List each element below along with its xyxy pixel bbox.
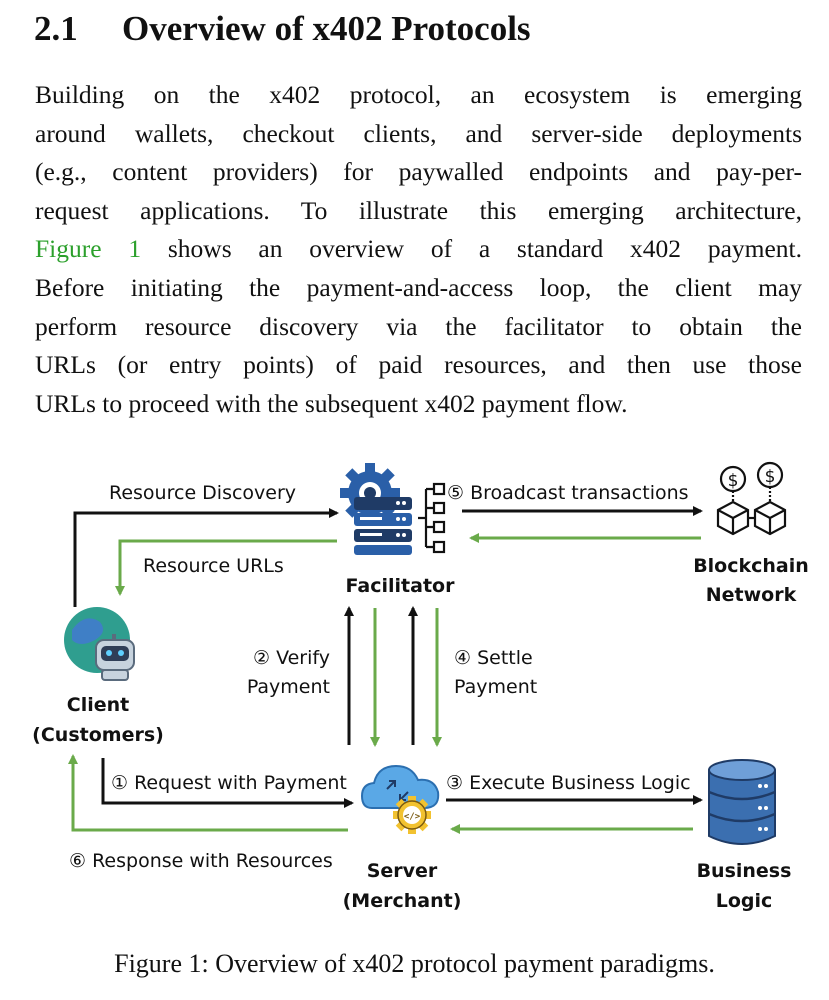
server-label-line1: Server (367, 860, 438, 882)
figure-caption: Figure 1: Overview of x402 protocol paym… (114, 949, 715, 978)
paragraph-line: request applications. To illustrate this… (35, 195, 802, 225)
server-label-line2: (Merchant) (343, 890, 462, 912)
business-label-line2: Logic (716, 890, 773, 912)
client-label-line2: (Customers) (32, 724, 164, 746)
figure-1-link[interactable]: Figure 1 (35, 234, 142, 264)
database-icon (708, 759, 776, 845)
svg-text:$: $ (728, 471, 739, 491)
facilitator-tree-icon (418, 482, 446, 554)
settle-label-line2: Payment (454, 676, 537, 698)
paragraph-line: URLs (or entry points) of paid resources… (35, 350, 802, 380)
section-number: 2.1 (34, 9, 78, 48)
broadcast-label: ⑤ Broadcast transactions (447, 482, 689, 504)
business-label-line1: Business (697, 860, 792, 882)
paragraph-line: perform resource discovery via the facil… (35, 311, 802, 341)
verify-label-line1: ② Verify (253, 647, 330, 669)
figure-ref-tail: shows an overview of a standard x402 pay… (141, 234, 802, 264)
response-arrow (68, 754, 348, 832)
client-globe-robot-icon (64, 607, 135, 681)
resource-discovery-label: Resource Discovery (109, 482, 296, 504)
response-label: ⑥ Response with Resources (69, 850, 333, 872)
paragraph-line: Building on the x402 protocol, an ecosys… (35, 80, 802, 109)
x402-architecture-diagram: Resource Discovery Resource URLs ⑤ Broad… (32, 461, 809, 912)
request-label: ① Request with Payment (111, 772, 347, 794)
server-cloud-gear-icon: </> (360, 764, 440, 834)
paragraph-line: around wallets, checkout clients, and se… (35, 118, 802, 148)
svg-text:</>: </> (404, 812, 421, 822)
section-title: Overview of x402 Protocols (122, 9, 531, 48)
svg-text:$: $ (765, 467, 776, 487)
resource-urls-arrow (115, 539, 337, 596)
paragraph-line: Before initiating the payment-and-access… (35, 272, 802, 302)
request-arrow (101, 758, 354, 808)
facilitator-label: Facilitator (346, 575, 456, 597)
blockchain-label-line2: Network (706, 584, 797, 606)
client-label-line1: Client (67, 694, 129, 716)
body-paragraph: Building on the x402 protocol, an ecosys… (35, 76, 802, 423)
section-heading: 2.1 Overview of x402 Protocols (34, 4, 531, 54)
resource-discovery-arrow (73, 508, 339, 607)
execute-label: ③ Execute Business Logic (446, 772, 691, 794)
paragraph-line: (e.g., content providers) for paywalled … (35, 157, 802, 187)
blockchain-label-line1: Blockchain (693, 555, 809, 577)
facilitator-server-icon (340, 463, 412, 555)
resource-urls-label: Resource URLs (143, 555, 284, 577)
blockchain-icon: $ $ (716, 461, 787, 536)
verify-label-line2: Payment (247, 676, 330, 698)
paragraph-line-figure: Figure 1 shows an overview of a standard… (35, 230, 802, 269)
settle-label-line1: ④ Settle (454, 647, 533, 669)
paragraph-line: URLs to proceed with the subsequent x402… (35, 388, 628, 418)
